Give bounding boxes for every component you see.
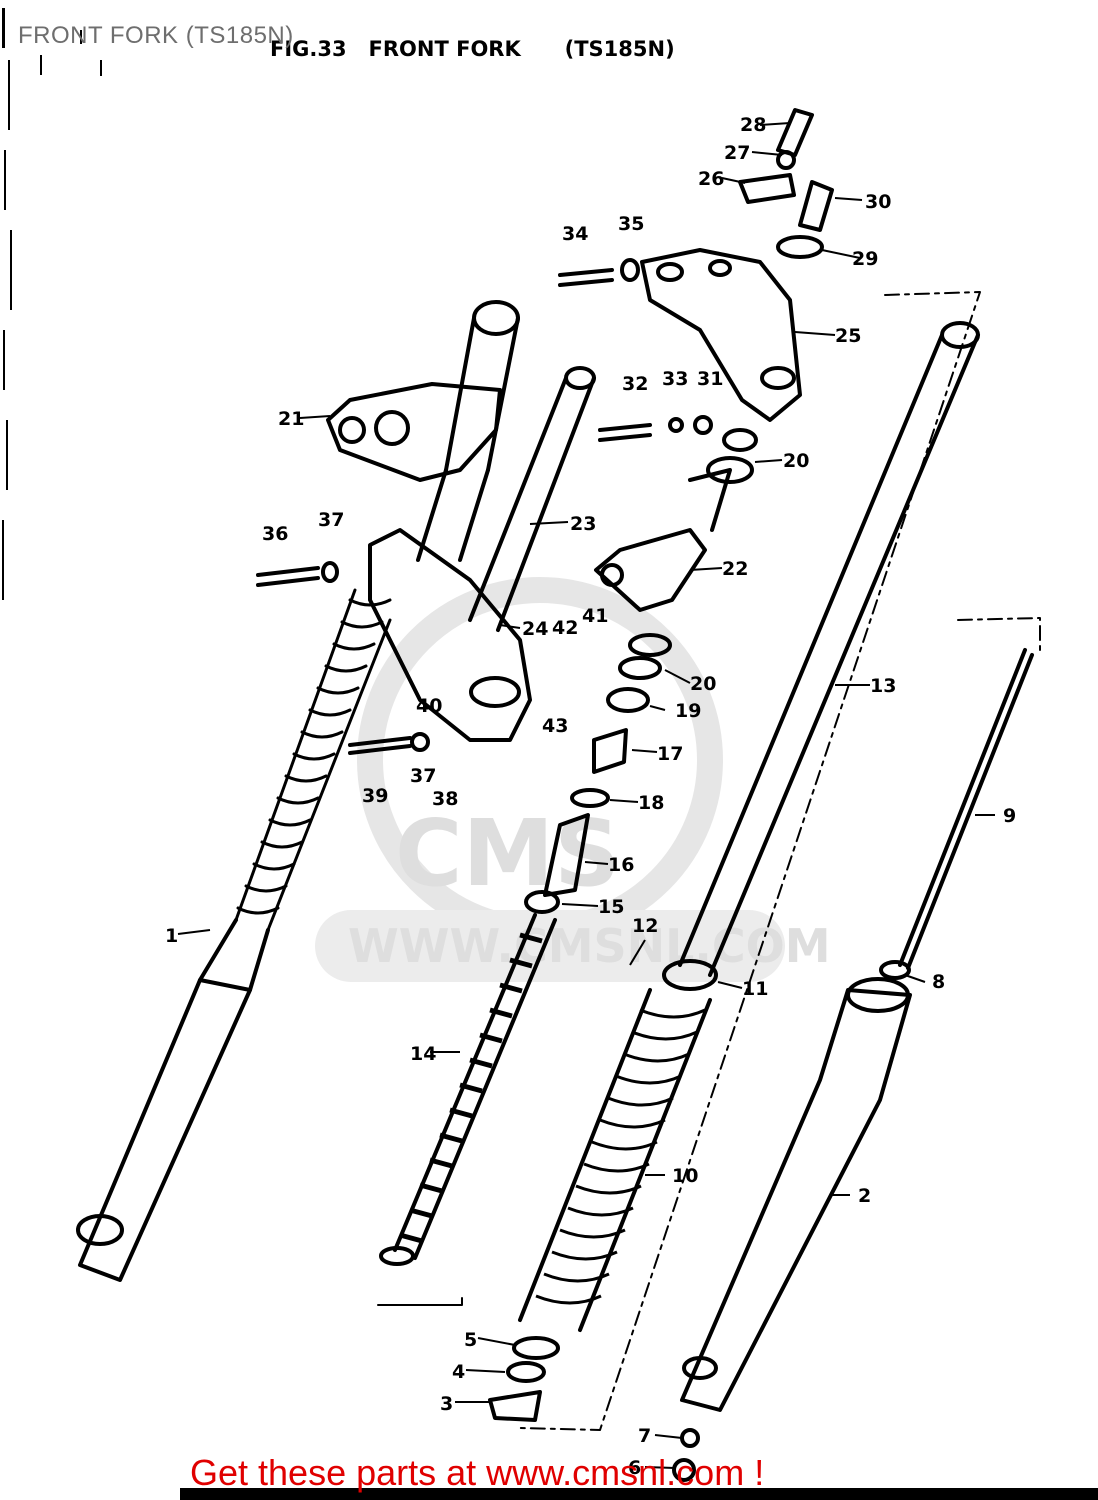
callout-33: 33 — [662, 368, 688, 390]
callout-4: 4 — [452, 1361, 465, 1383]
callout-10: 10 — [672, 1165, 698, 1187]
watermark: CMS WWW.CMSNL.COM — [315, 577, 831, 982]
callout-39: 39 — [362, 785, 388, 807]
watermark-url: WWW.CMSNL.COM — [348, 919, 831, 973]
left-fork-assembly — [76, 300, 532, 1282]
callout-28: 28 — [740, 114, 766, 136]
callout-23: 23 — [570, 513, 596, 535]
callout-2: 2 — [858, 1185, 871, 1207]
part-drawings — [76, 108, 1041, 1482]
callout-27: 27 — [724, 142, 750, 164]
callout-22: 22 — [722, 558, 748, 580]
callout-41: 41 — [582, 605, 608, 627]
cta-link[interactable]: Get these parts at www.cmsnl.com ! — [190, 1452, 765, 1493]
callout-12: 12 — [632, 915, 658, 937]
right-gaiter-rings — [535, 1008, 706, 1305]
callout-6: 6 — [628, 1457, 641, 1479]
callout-24: 24 — [522, 618, 548, 640]
callout-5: 5 — [464, 1329, 477, 1351]
callout-11: 11 — [742, 978, 768, 1000]
callout-17: 17 — [657, 743, 683, 765]
callout-26: 26 — [698, 168, 724, 190]
callout-38: 38 — [432, 788, 458, 810]
callout-labels: 1 2 3 4 5 6 7 8 9 10 11 12 13 14 15 16 1… — [165, 114, 1016, 1479]
callout-21: 21 — [278, 408, 304, 430]
bottom-table-edge — [180, 1488, 1098, 1500]
callout-25: 25 — [835, 325, 861, 347]
left-gaiter-rings — [236, 598, 392, 915]
callout-18: 18 — [638, 792, 664, 814]
callout-20-lower: 20 — [690, 673, 716, 695]
figure-heading: FIG.33 FRONT FORK (TS185N) — [270, 37, 675, 61]
callout-29: 29 — [852, 248, 878, 270]
scan-noise — [2, 8, 102, 600]
callout-19: 19 — [675, 700, 701, 722]
callout-15: 15 — [598, 896, 624, 918]
callout-43: 43 — [542, 715, 568, 737]
callout-9: 9 — [1003, 805, 1016, 827]
callout-32: 32 — [622, 373, 648, 395]
page-title: FRONT FORK (TS185N) — [18, 22, 294, 49]
callout-13: 13 — [870, 675, 896, 697]
callout-34: 34 — [562, 223, 588, 245]
callout-36: 36 — [262, 523, 288, 545]
callout-35: 35 — [618, 213, 644, 235]
callout-20-upper: 20 — [783, 450, 809, 472]
callout-7: 7 — [638, 1425, 651, 1447]
callout-37-upper: 37 — [318, 509, 344, 531]
callout-37-lower: 37 — [410, 765, 436, 787]
callout-16: 16 — [608, 854, 634, 876]
callout-8: 8 — [932, 971, 945, 993]
callout-42: 42 — [552, 617, 578, 639]
callout-14: 14 — [410, 1043, 436, 1065]
callout-31: 31 — [697, 368, 723, 390]
callout-1: 1 — [165, 925, 178, 947]
callout-30: 30 — [865, 191, 891, 213]
callout-3: 3 — [440, 1393, 453, 1415]
spring-coils — [399, 932, 543, 1244]
leader-lines — [177, 122, 995, 1469]
callout-40: 40 — [416, 695, 442, 717]
